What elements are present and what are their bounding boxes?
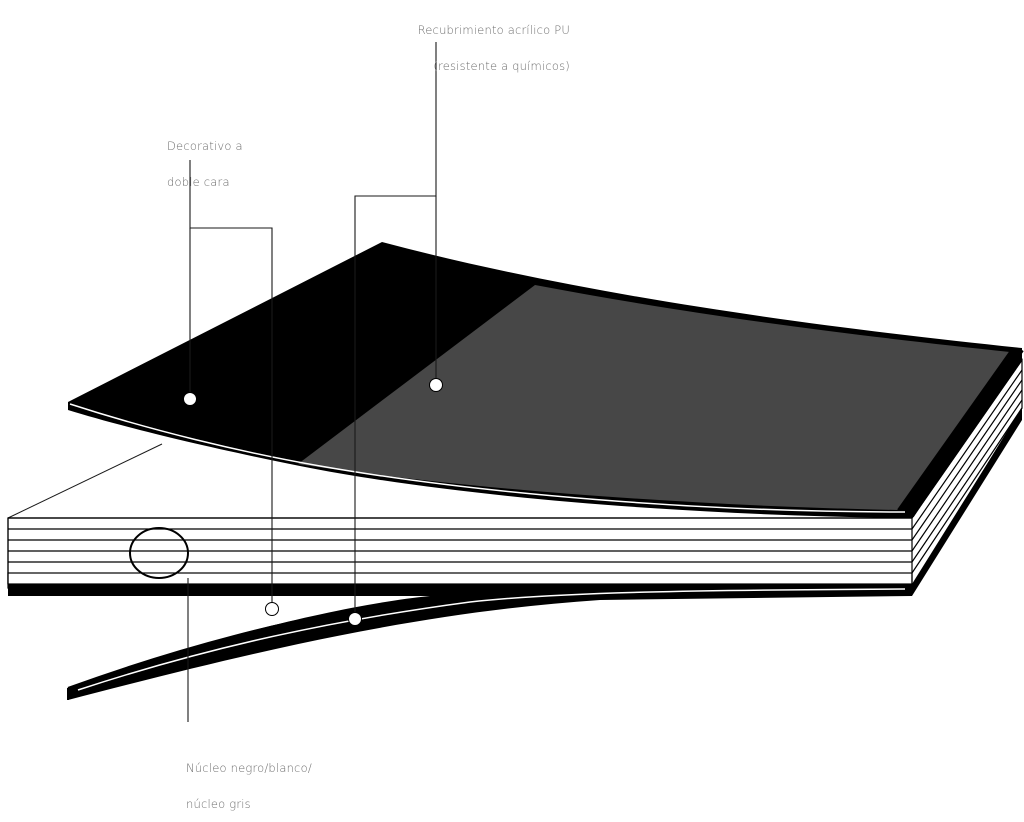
core-stack xyxy=(7,358,1023,596)
top-decorative-sheet xyxy=(68,242,1024,518)
coating-label: Recubrimiento acrílico PU (resistente a … xyxy=(394,0,570,84)
core-label-line1: Núcleo negro/blanco/ xyxy=(186,761,312,775)
core-highlight-circle xyxy=(129,527,189,579)
decorative-label-line1: Decorativo a xyxy=(167,139,243,153)
stack-connector-line xyxy=(7,443,163,519)
core-label-line2: núcleo gris xyxy=(186,797,251,811)
leader-lines xyxy=(187,42,437,722)
laminate-layer-diagram xyxy=(7,42,1024,722)
callout-dots xyxy=(183,378,443,626)
coating-top-dot xyxy=(429,378,443,392)
decorative-label-line2: doble cara xyxy=(167,175,230,189)
decorative-leader xyxy=(189,160,273,608)
decorative-top-dot xyxy=(183,392,197,406)
bottom-decorative-sheet xyxy=(67,588,913,700)
decorative-label: Decorativo a doble cara xyxy=(167,116,243,200)
decorative-bottom-dot xyxy=(265,602,279,616)
coating-label-line2: (resistente a químicos) xyxy=(433,59,570,73)
core-label: Núcleo negro/blanco/ núcleo gris xyxy=(186,738,312,822)
coating-label-line1: Recubrimiento acrílico PU xyxy=(417,23,570,37)
coating-bottom-dot xyxy=(348,612,362,626)
coating-leader xyxy=(354,42,437,618)
